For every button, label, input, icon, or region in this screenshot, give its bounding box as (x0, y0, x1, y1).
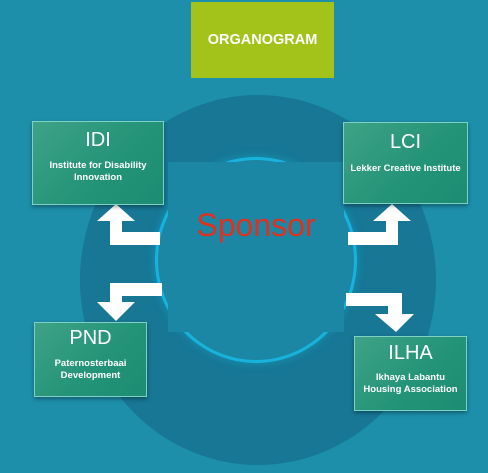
node-ilha-abbr: ILHA (388, 342, 433, 364)
arrow-to-ilha (346, 293, 414, 332)
node-idi-abbr: IDI (85, 129, 111, 151)
arrow-to-lci (348, 204, 411, 245)
node-idi-name: Institute for Disability Innovation (49, 160, 147, 183)
sponsor-label: Sponsor (196, 207, 316, 243)
arrow-to-pnd (97, 283, 162, 321)
title-box: ORGANOGRAM (191, 2, 334, 78)
node-lci-abbr: LCI (389, 131, 422, 153)
node-ilha-name: Ikhaya Labantu Housing Association (363, 372, 458, 395)
arrow-to-idi (97, 204, 160, 245)
node-ilha: ILHA Ikhaya Labantu Housing Association (354, 336, 467, 411)
diagram-title: ORGANOGRAM (207, 32, 318, 48)
node-pnd-abbr: PND (69, 327, 112, 349)
node-pnd: PND Paternosterbaai Development (34, 322, 147, 397)
node-lci: LCI Lekker Creative Institute (343, 122, 468, 204)
center-square (168, 162, 344, 332)
node-pnd-name: Paternosterbaai Development (54, 358, 127, 381)
node-idi: IDI Institute for Disability Innovation (32, 121, 164, 205)
node-lci-name: Lekker Creative Institute (350, 163, 461, 174)
